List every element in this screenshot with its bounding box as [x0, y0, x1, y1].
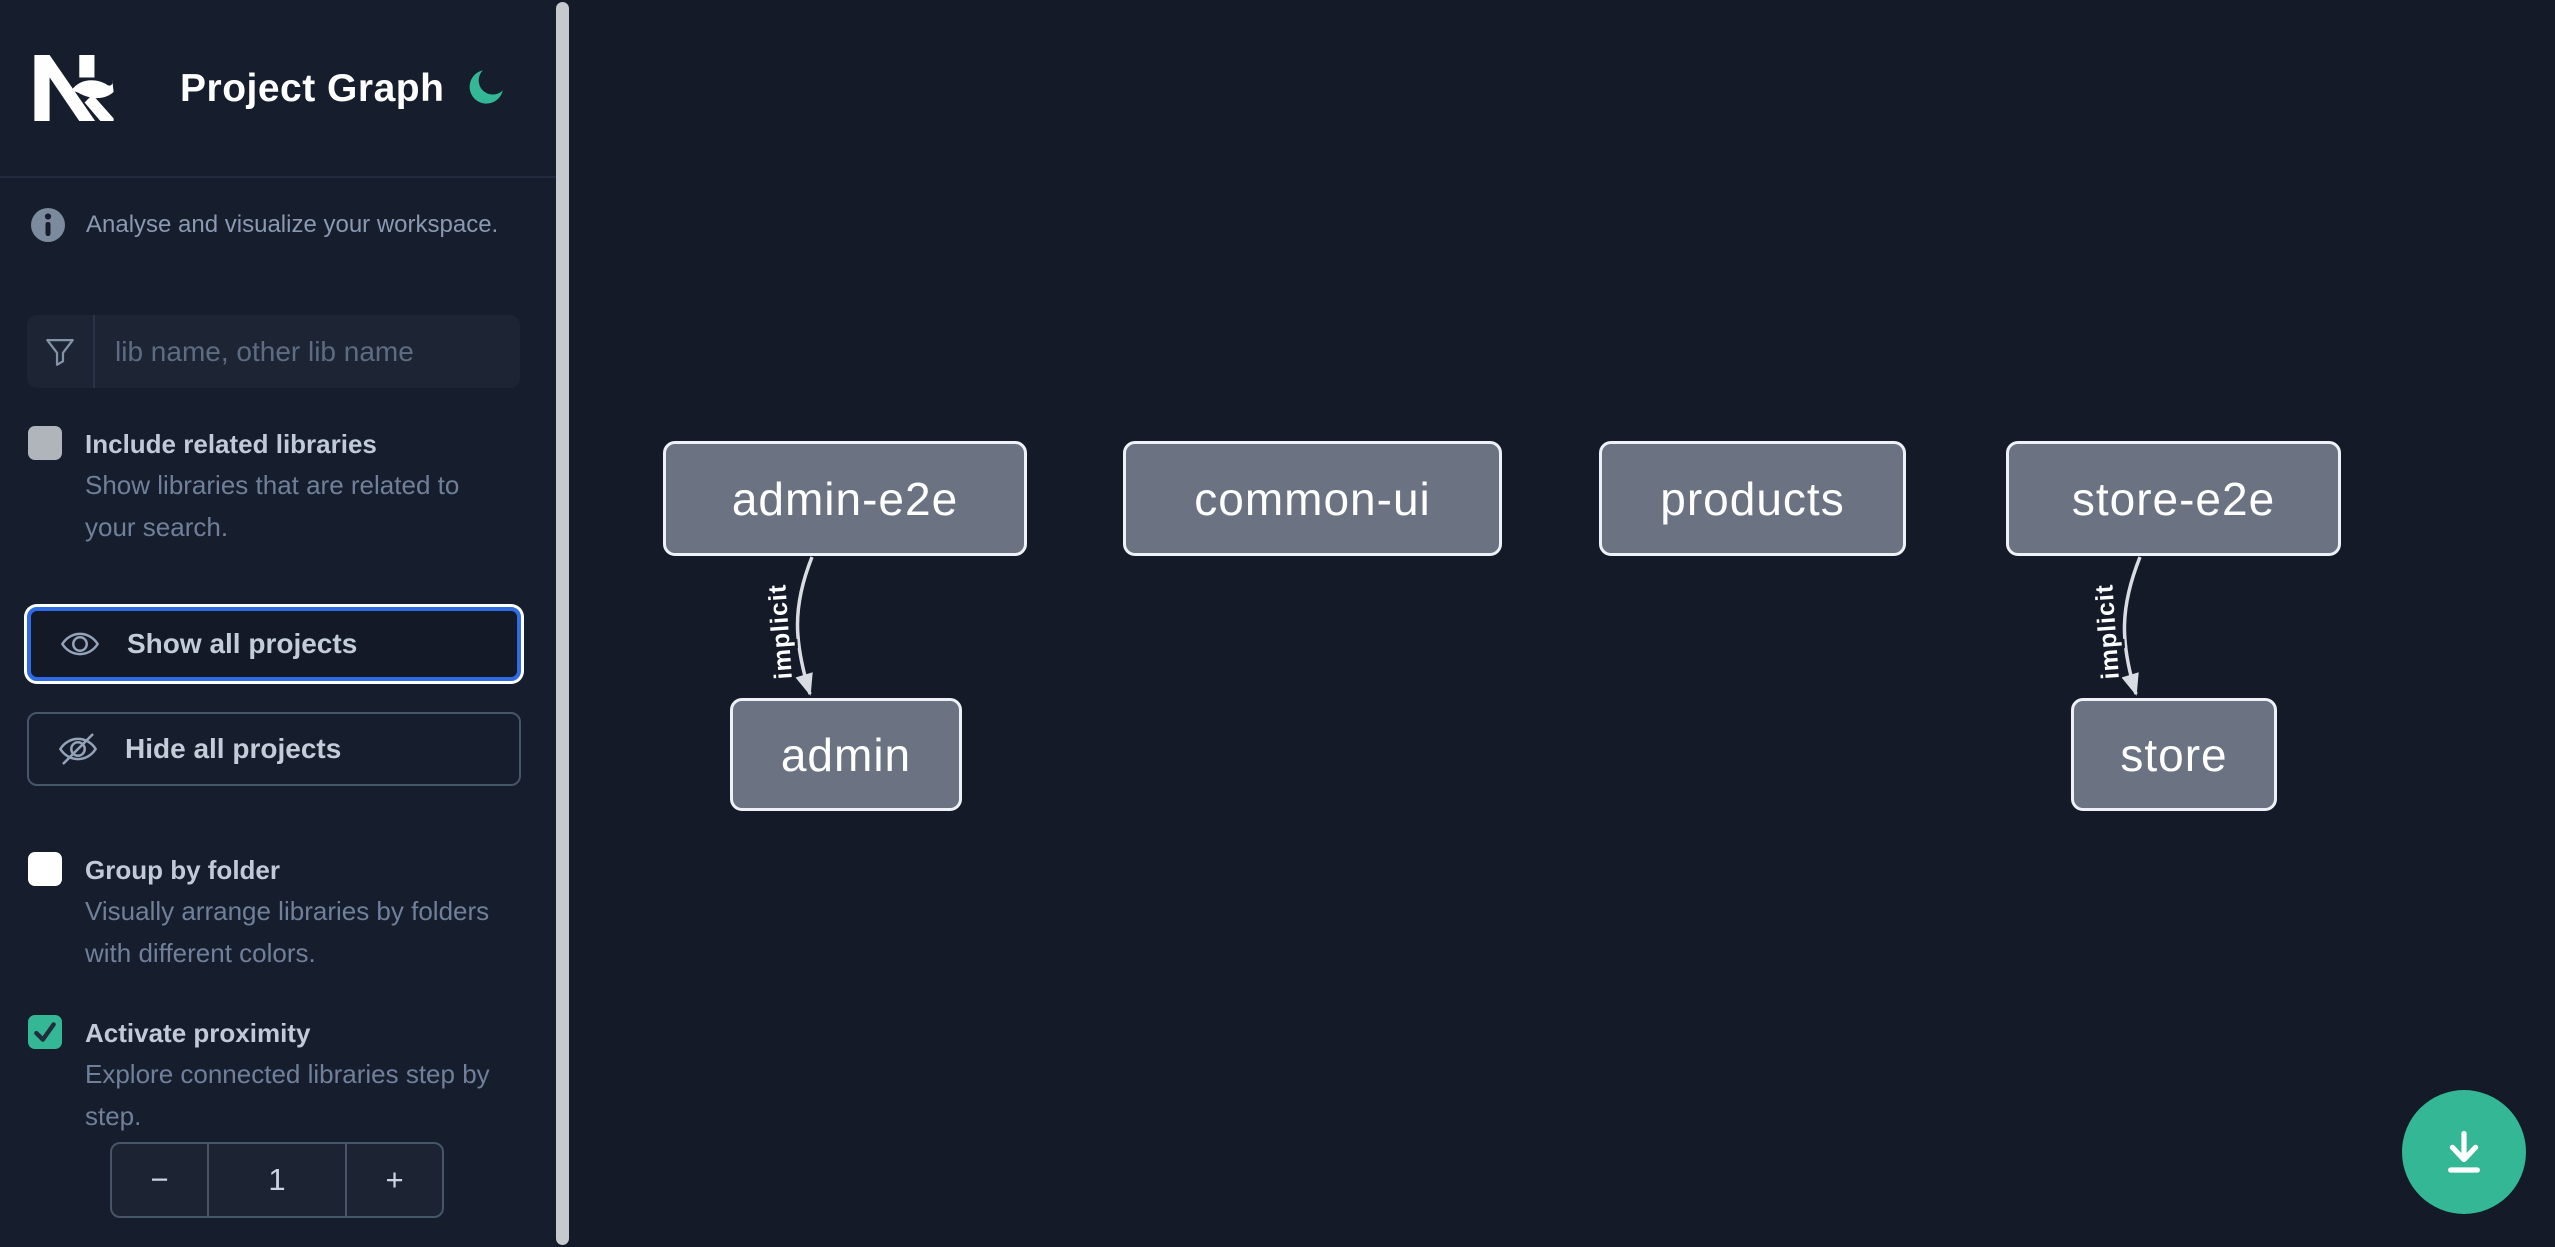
checkbox-description: Visually arrange libraries by folders wi…	[85, 896, 490, 968]
checkbox-include-related[interactable]	[28, 426, 62, 460]
increment-button[interactable]: +	[345, 1144, 442, 1216]
checkmark-icon	[34, 1022, 56, 1042]
page-title: Project Graph	[180, 67, 445, 110]
dependency-edge-store-e2e-store[interactable]	[2121, 556, 2142, 696]
proximity-depth-stepper: − 1 +	[110, 1142, 444, 1218]
edge-label: implicit	[763, 583, 798, 680]
moon-icon	[469, 70, 503, 104]
checkbox-row-activate-proximity: Activate proximity Explore connected lib…	[28, 1013, 528, 1137]
graph-node-common-ui[interactable]: common-ui	[1123, 441, 1502, 556]
edge-label: implicit	[2090, 583, 2125, 680]
checkbox-group-by-folder[interactable]	[28, 852, 62, 886]
checkbox-row-include-related: Include related libraries Show libraries…	[28, 424, 528, 548]
app-header: Project Graph	[0, 0, 557, 178]
checkbox-description: Show libraries that are related to your …	[85, 470, 460, 542]
tagline-text: Analyse and visualize your workspace.	[86, 211, 499, 238]
dependency-edge-admin-e2e-admin[interactable]	[795, 556, 814, 696]
button-label: Show all projects	[127, 628, 358, 659]
graph-node-products[interactable]: products	[1599, 441, 1906, 556]
checkbox-label[interactable]: Group by folder	[85, 855, 280, 885]
download-icon	[2448, 1130, 2480, 1173]
theme-toggle-button[interactable]	[466, 68, 506, 108]
graph-node-admin-e2e[interactable]: admin-e2e	[663, 441, 1027, 556]
download-graph-button[interactable]	[2402, 1090, 2526, 1214]
checkbox-label[interactable]: Include related libraries	[85, 429, 377, 459]
graph-node-store-e2e[interactable]: store-e2e	[2006, 441, 2341, 556]
show-all-projects-button[interactable]: Show all projects	[27, 607, 521, 681]
checkbox-row-group-by-folder: Group by folder Visually arrange librari…	[28, 850, 528, 974]
nx-logo-icon	[34, 55, 114, 121]
search-input[interactable]	[95, 315, 520, 388]
button-label: Hide all projects	[125, 733, 342, 764]
search-box	[27, 315, 520, 388]
checkbox-activate-proximity[interactable]	[28, 1015, 62, 1049]
graph-edges-layer: implicit implicit	[760, 556, 2142, 696]
info-icon	[31, 208, 65, 242]
graph-node-store[interactable]: store	[2071, 698, 2277, 811]
sidebar-scrollbar[interactable]	[556, 2, 569, 1245]
eye-slash-icon	[58, 733, 98, 765]
sidebar: Project Graph Analyse and visualize your…	[0, 0, 557, 1247]
tagline-row: Analyse and visualize your workspace.	[30, 207, 498, 243]
funnel-filter-icon	[27, 315, 95, 388]
eye-icon	[60, 632, 100, 656]
hide-all-projects-button[interactable]: Hide all projects	[27, 712, 521, 786]
project-graph-canvas[interactable]: implicit implicit admin-e2e common-ui produ…	[570, 0, 2555, 1247]
checkbox-description: Explore connected libraries step by step…	[85, 1059, 490, 1131]
graph-edges: implicit implicit	[760, 556, 2142, 696]
stepper-value: 1	[268, 1162, 286, 1197]
checkbox-label[interactable]: Activate proximity	[85, 1018, 311, 1048]
decrement-button[interactable]: −	[112, 1144, 209, 1216]
graph-node-admin[interactable]: admin	[730, 698, 962, 811]
